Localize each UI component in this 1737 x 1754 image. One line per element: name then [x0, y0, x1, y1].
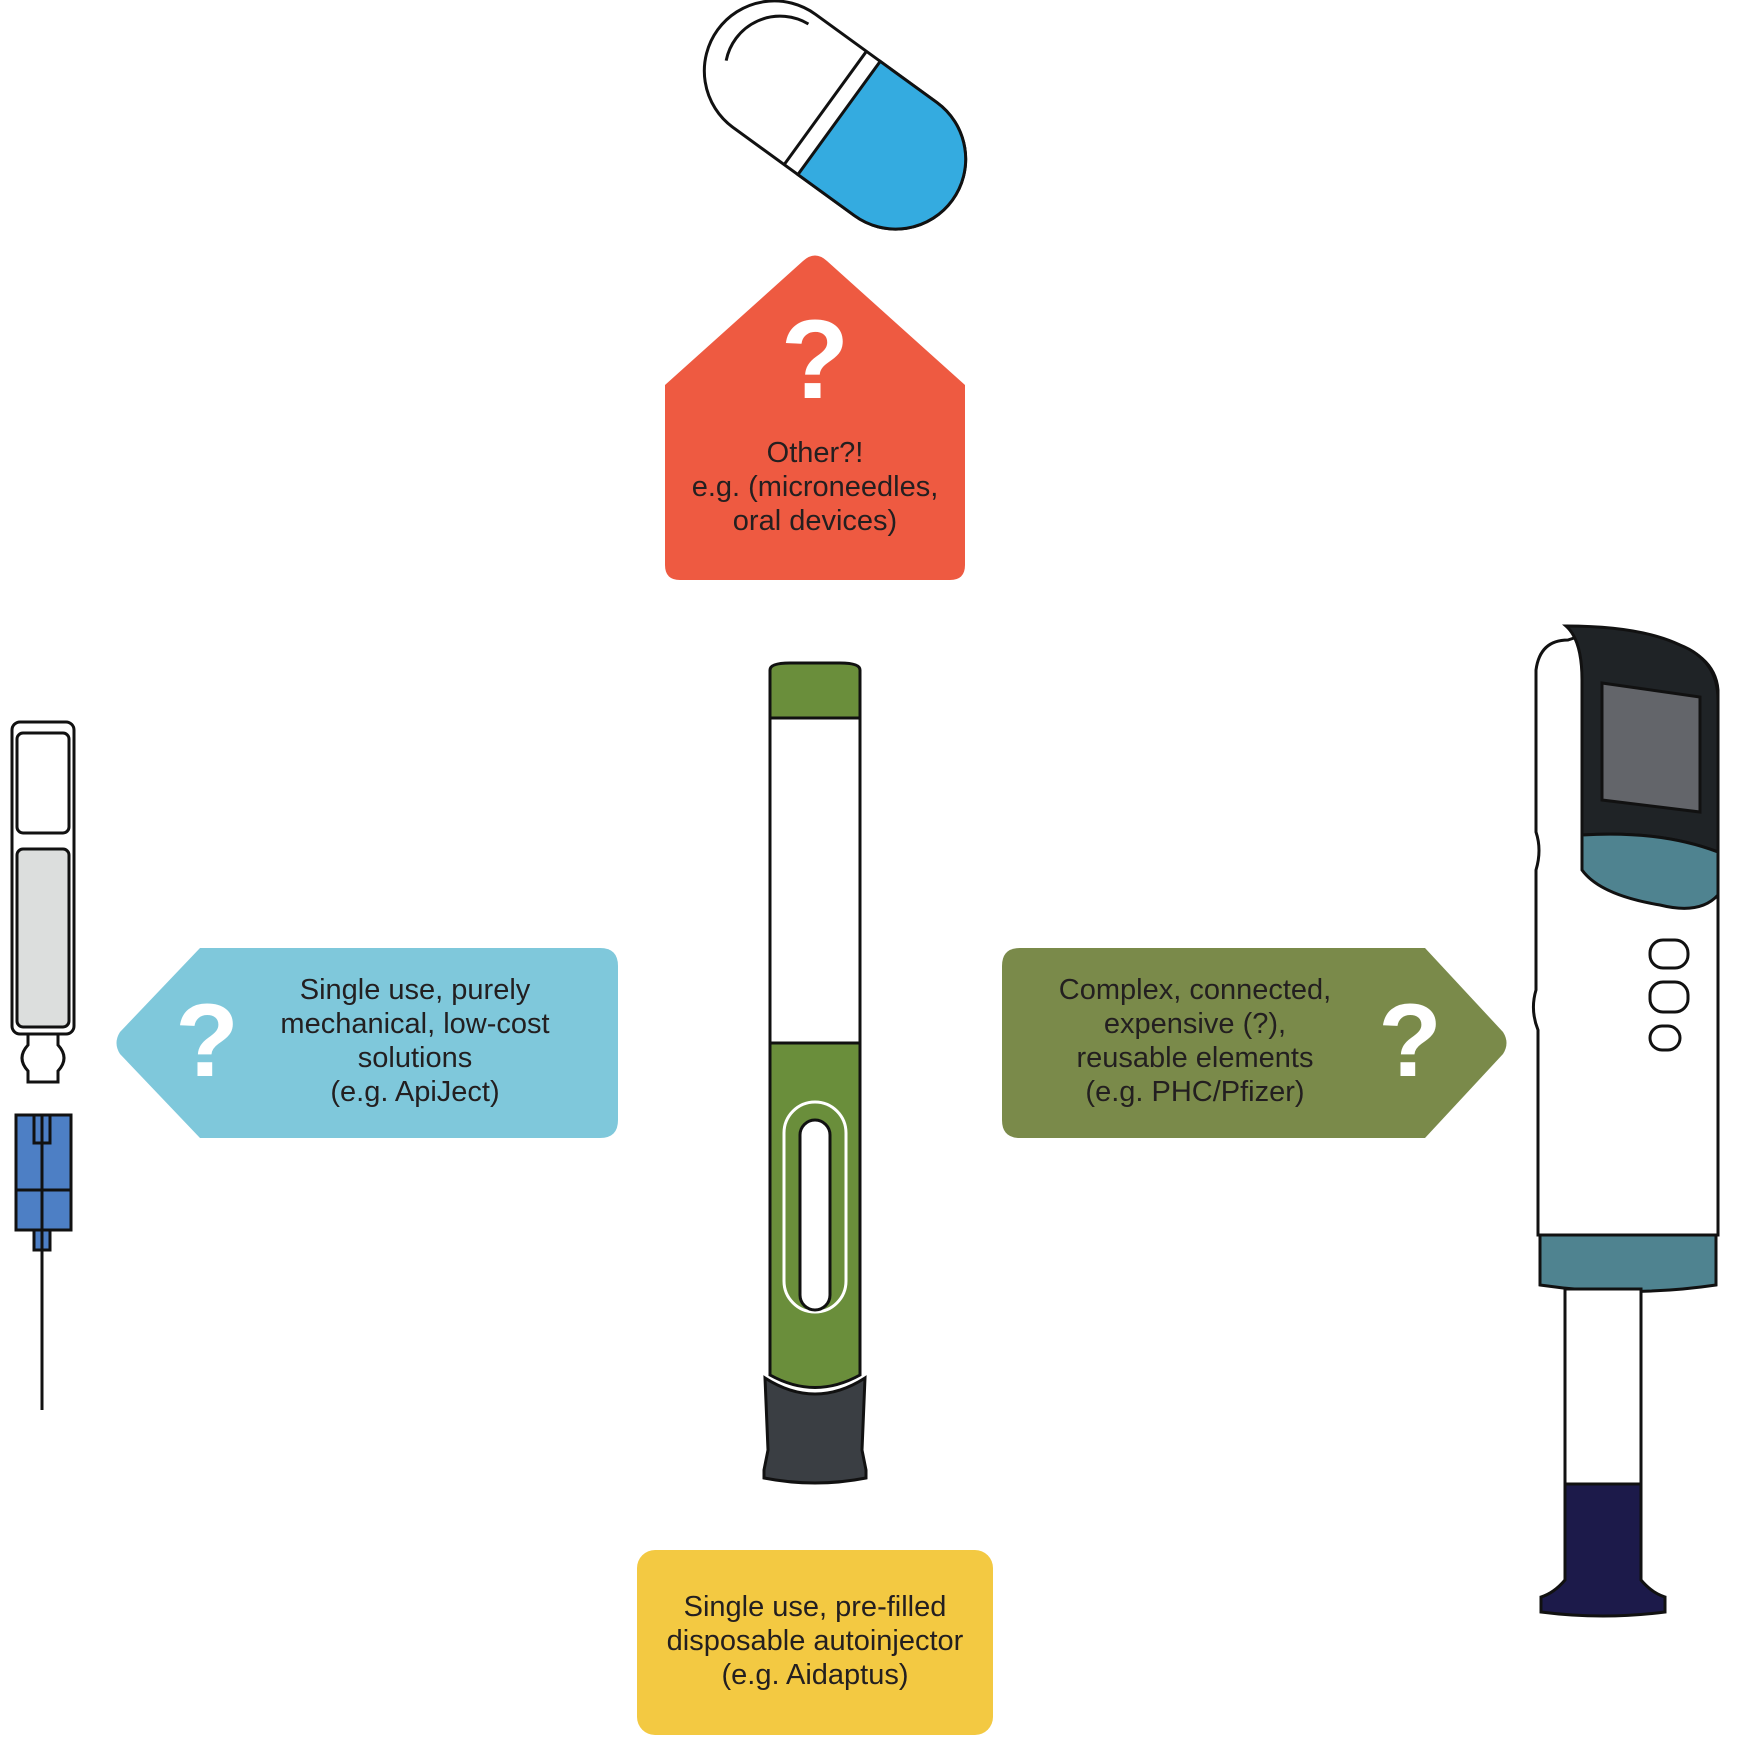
device-plunger: [1539, 1482, 1667, 1618]
autoinjector-pen-icon: [762, 661, 868, 1485]
capsule-blue-half: [795, 59, 968, 231]
capsule-icon: [702, 0, 968, 231]
bottom-box-label: Single use, pre-filled disposable autoin…: [666, 1591, 964, 1691]
top-box-label: Other?! e.g. (microneedles, oral devices…: [691, 437, 939, 537]
right-callout-box: [1002, 948, 1507, 1138]
left-box-label: Single use, purely mechanical, low-cost …: [280, 974, 550, 1108]
question-mark-icon: ?: [175, 983, 239, 1099]
left-callout-box: [116, 948, 618, 1138]
prefilled-syringe-icon: [10, 720, 76, 1410]
device-button-3: [1648, 1024, 1682, 1052]
question-mark-icon: ?: [1378, 983, 1442, 1099]
top-callout-box: [665, 255, 965, 580]
bottom-callout-box: [637, 1550, 993, 1735]
device-screen: [1600, 681, 1702, 814]
right-box-label: Complex, connected, expensive (?), reusa…: [1058, 974, 1332, 1108]
device-button-2: [1648, 980, 1690, 1014]
connected-injector-device-icon: [1531, 624, 1720, 1618]
question-mark-icon: ?: [780, 297, 850, 422]
pen-cap: [762, 1375, 868, 1485]
device-button-1: [1648, 938, 1690, 970]
